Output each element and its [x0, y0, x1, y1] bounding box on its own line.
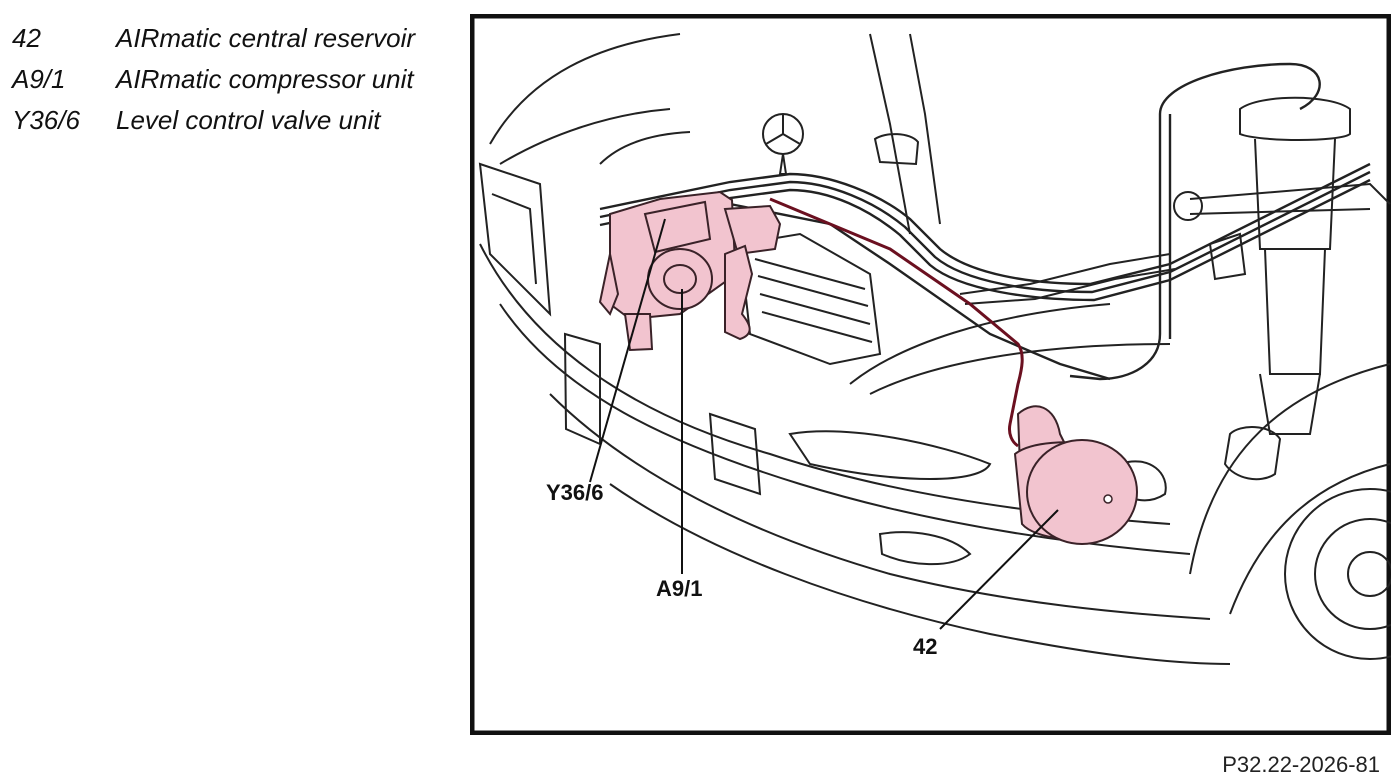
legend-description: AIRmatic central reservoir [116, 23, 416, 53]
legend-code: A9/1 [12, 64, 66, 94]
leader-42 [939, 509, 1059, 630]
callout-a9-1: A9/1 [656, 576, 702, 601]
legend-row-a9-1: A9/1 AIRmatic compressor unit [12, 59, 415, 100]
legend-row-y36-6: Y36/6 Level control valve unit [12, 100, 415, 141]
reservoir-air-line [769, 197, 1024, 448]
illustration-canvas: Y36/6 A9/1 42 [470, 14, 1391, 735]
figure-frame [470, 14, 1391, 735]
central-reservoir [1013, 405, 1138, 545]
compressor-valve-assembly [598, 190, 782, 352]
figure-reference-number: P32.22-2026-81 [1222, 752, 1380, 777]
legend-row-42: 42 AIRmatic central reservoir [12, 18, 415, 59]
callout-y36-6: Y36/6 [546, 480, 604, 505]
component-legend: 42 AIRmatic central reservoir A9/1 AIRma… [12, 18, 415, 141]
callout-42: 42 [913, 634, 937, 659]
legend-description: AIRmatic compressor unit [116, 64, 414, 94]
car-front-linework [478, 33, 1391, 665]
leader-y36-6 [589, 218, 666, 483]
air-line-bundle [599, 62, 1371, 381]
legend-code: Y36/6 [12, 105, 80, 135]
legend-description: Level control valve unit [116, 105, 381, 135]
legend-code: 42 [12, 23, 41, 53]
airmatic-illustration: Y36/6 A9/1 42 [470, 14, 1391, 735]
leader-lines [589, 218, 1059, 630]
